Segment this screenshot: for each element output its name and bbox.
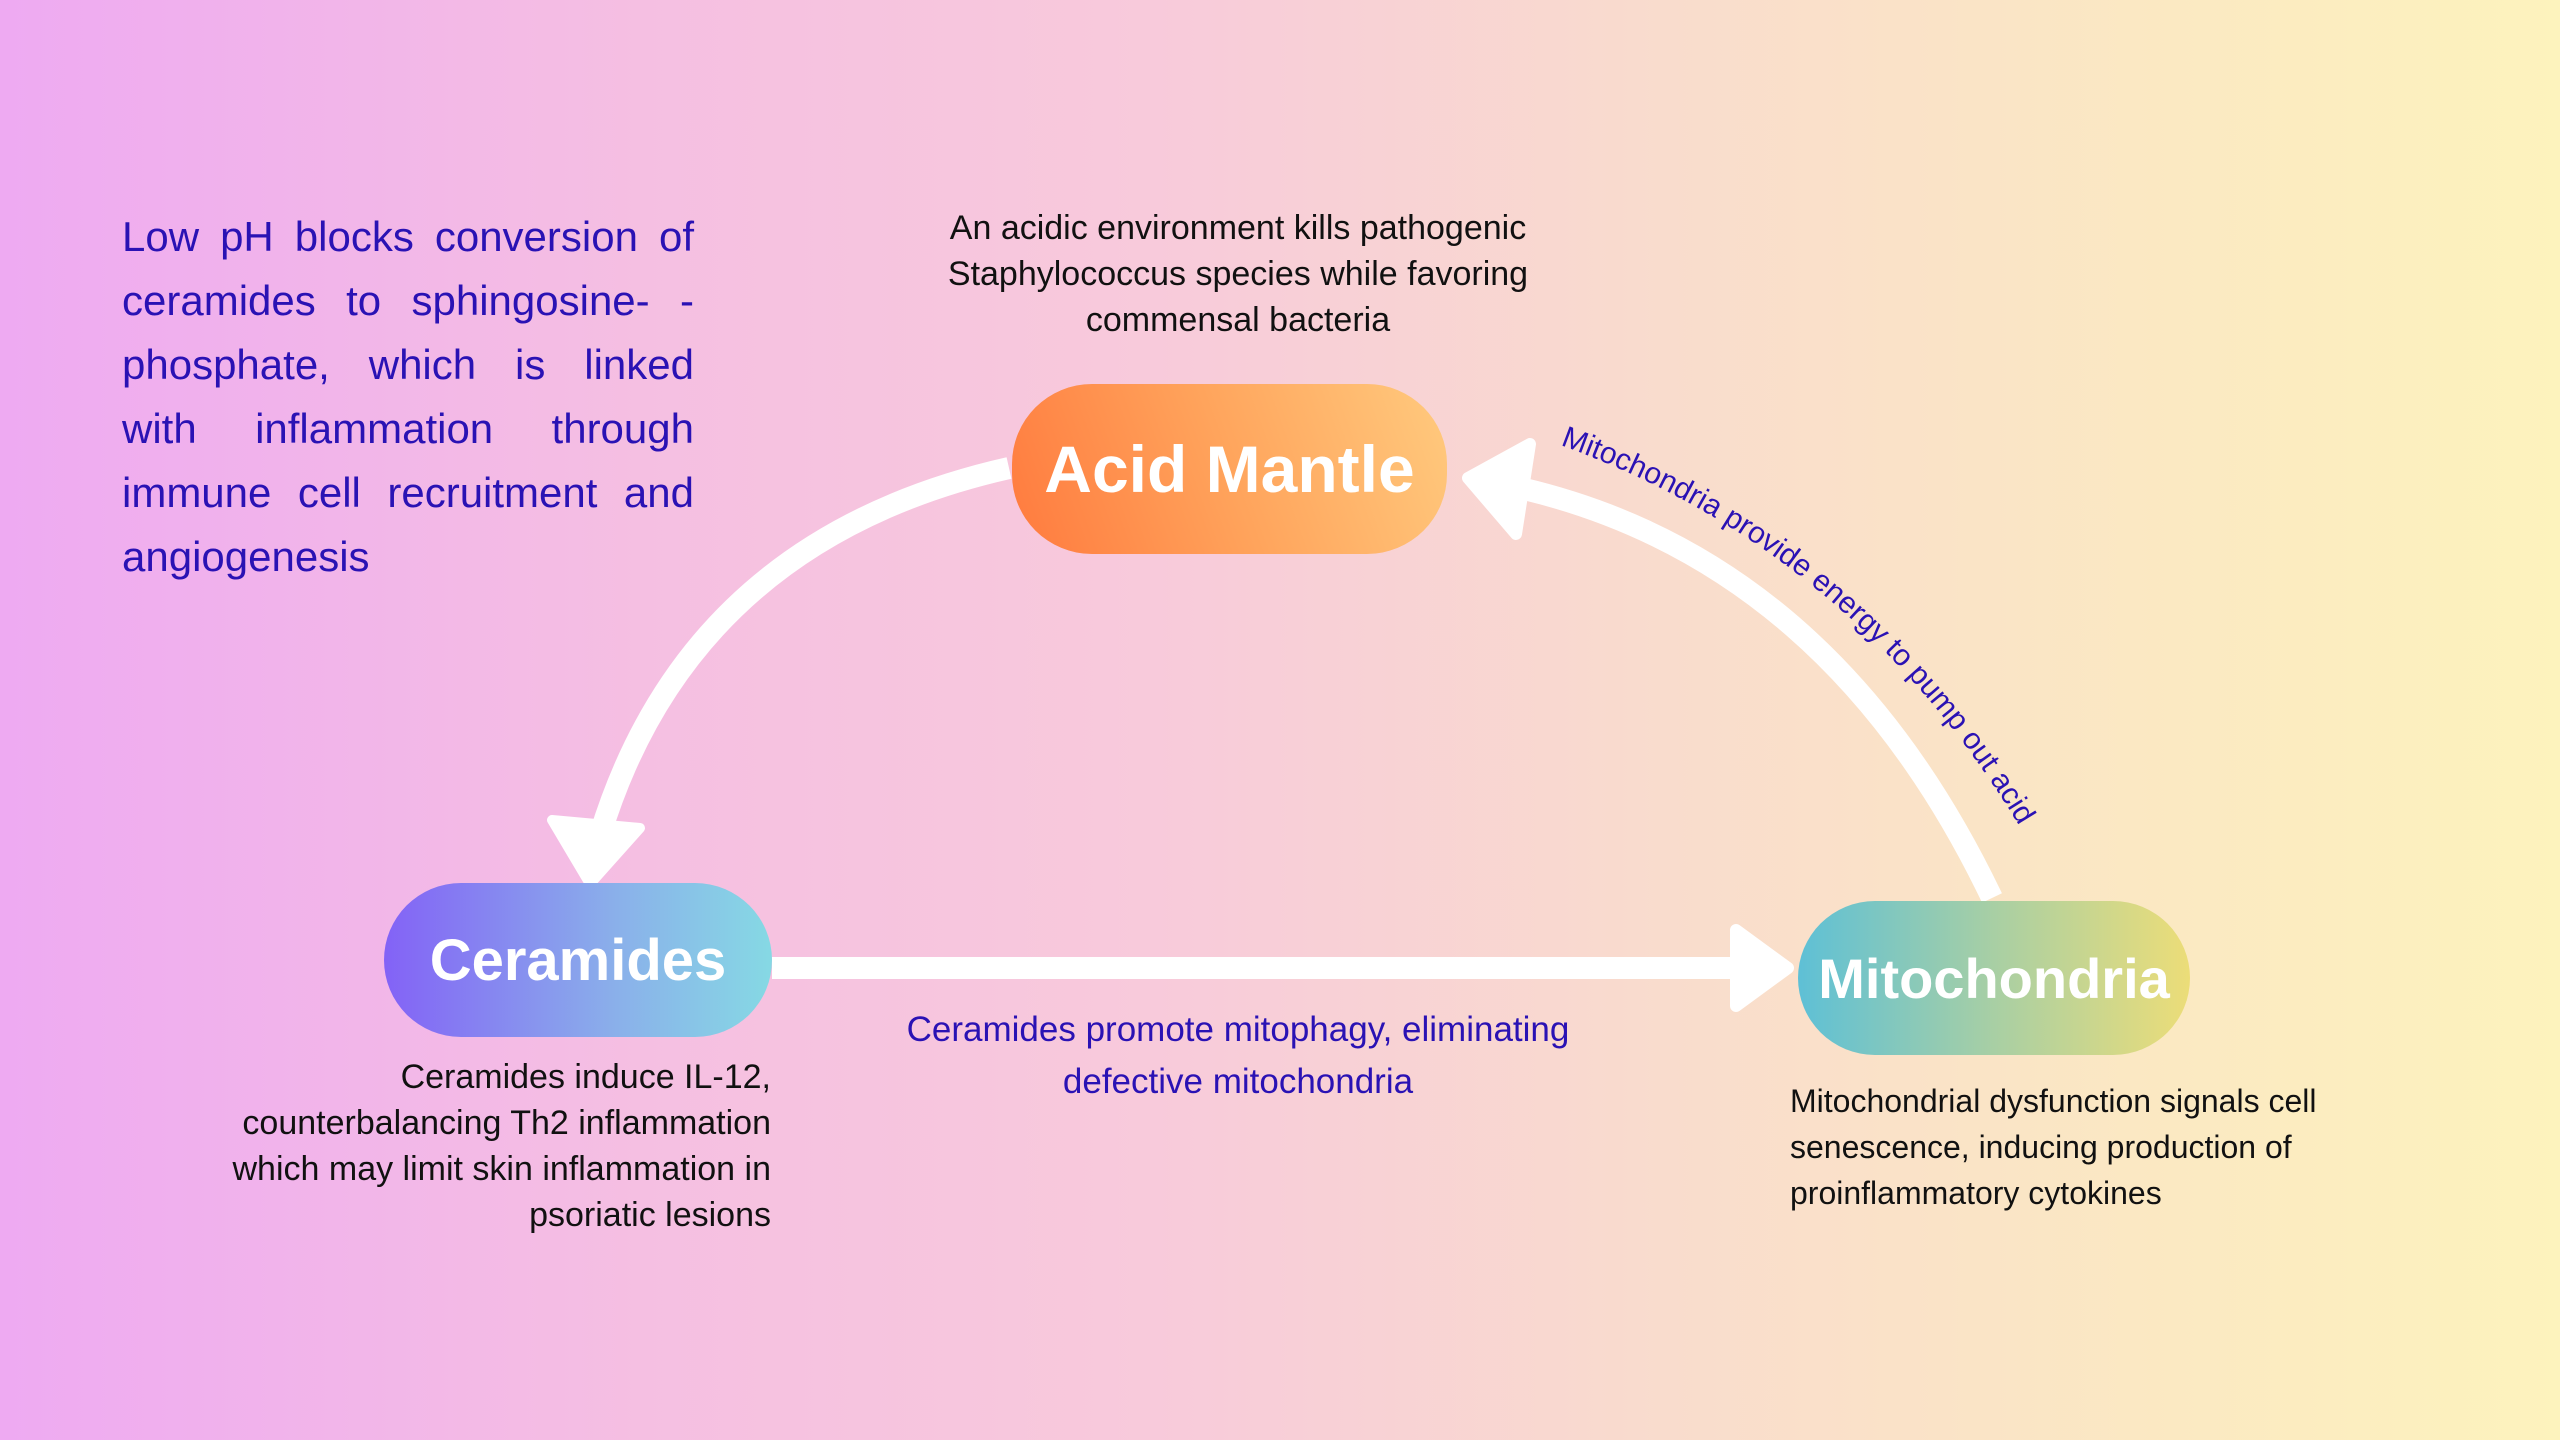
arrowhead-acid-mantle: [1462, 438, 1536, 540]
arrowhead-mitochondria: [1730, 924, 1794, 1012]
note-mitochondria: Mitochondrial dysfunction signals cell s…: [1790, 1083, 2317, 1211]
note-acid-mantle: An acidic environment kills pathogenic S…: [947, 209, 1529, 339]
note-low-ph: Low pH blocks conversion of ceramides to…: [122, 213, 694, 580]
arrow-mito-to-acid: [1517, 477, 2002, 903]
edge-label-ceramides-to-mito: Ceramides promote mitophagy, eliminating…: [906, 1010, 1570, 1101]
node-ceramides: Ceramides: [384, 883, 772, 1037]
arrowhead-ceramides: [547, 815, 645, 889]
arrow-acid-to-ceramides: [589, 457, 1012, 839]
node-acid-mantle: Acid Mantle: [1012, 384, 1447, 554]
node-mitochondria: Mitochondria: [1798, 901, 2190, 1055]
note-ceramides: Ceramides induce IL-12, counterbalancing…: [232, 1058, 772, 1234]
